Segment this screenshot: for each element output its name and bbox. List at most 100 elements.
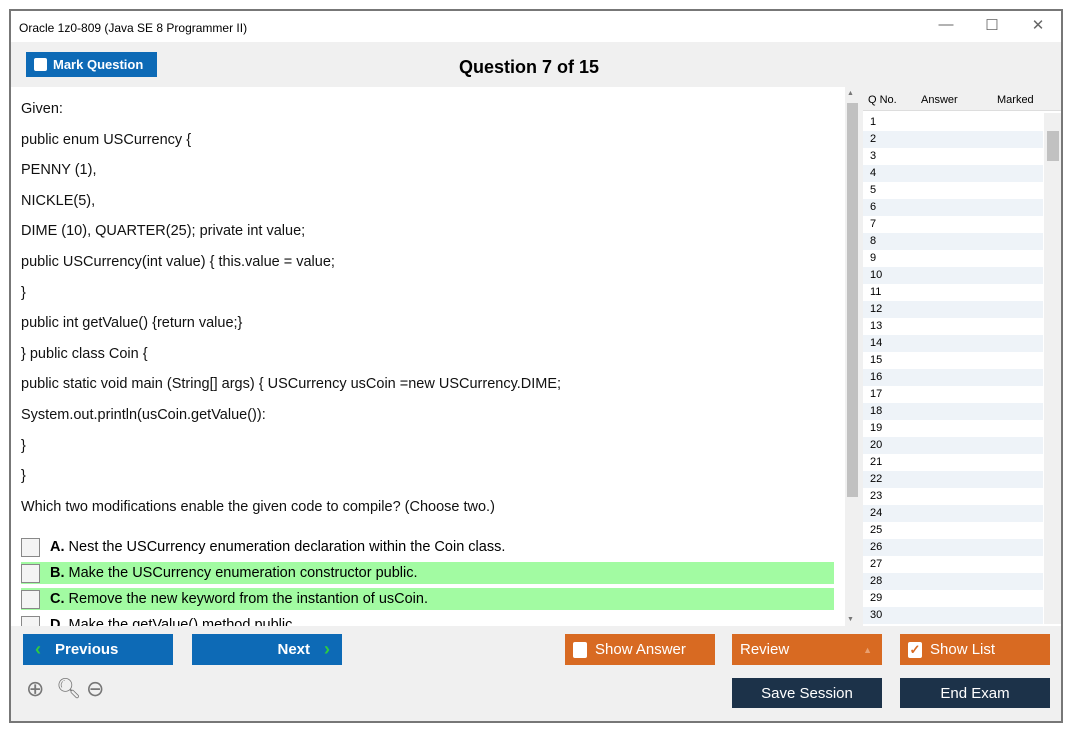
title-bar: Oracle 1z0-809 (Java SE 8 Programmer II)…	[11, 11, 1061, 42]
list-row[interactable]: 22	[863, 471, 1043, 488]
caret-up-icon: ▲	[863, 644, 872, 655]
content-scrollbar[interactable]: ▲ ▼	[845, 87, 859, 626]
code-line: DIME (10), QUARTER(25); private int valu…	[21, 223, 306, 240]
code-line: }	[21, 284, 26, 301]
list-row[interactable]: 17	[870, 388, 883, 400]
option-c[interactable]: C. Remove the new keyword from the insta…	[21, 588, 834, 610]
chevron-right-icon: ›	[324, 639, 330, 659]
list-row[interactable]: 12	[863, 301, 1043, 318]
review-dropdown[interactable]: Review ▲	[732, 634, 882, 665]
list-scrollbar[interactable]	[1044, 113, 1061, 624]
list-row[interactable]: 1	[870, 116, 877, 128]
question-content: Given: public enum USCurrency { PENNY (1),…	[11, 87, 845, 626]
list-row[interactable]: 10	[863, 267, 1043, 284]
option-checkbox[interactable]	[21, 615, 40, 626]
end-exam-button[interactable]: End Exam	[900, 678, 1050, 708]
option-checkbox[interactable]	[21, 589, 40, 609]
checkbox-icon	[573, 641, 587, 658]
list-row[interactable]: 8	[863, 233, 1043, 250]
mark-question-label: Mark Question	[53, 57, 144, 72]
review-label: Review	[740, 641, 790, 658]
code-line: }	[21, 468, 26, 485]
zoom-in-icon[interactable]: ⊕	[26, 676, 45, 701]
list-row[interactable]: 29	[870, 592, 883, 604]
option-text: Remove the new keyword from the instanti…	[68, 591, 428, 607]
code-line: System.out.println(usCoin.getValue()):	[21, 407, 266, 423]
list-row[interactable]: 7	[870, 218, 877, 230]
zoom-out-icon[interactable]: ⊖	[86, 676, 105, 701]
save-session-button[interactable]: Save Session	[732, 678, 882, 708]
list-row[interactable]: 19	[870, 422, 883, 434]
code-line: public static void main (String[] args) …	[21, 376, 562, 393]
option-text: Nest the USCurrency enumeration declarat…	[68, 539, 506, 555]
option-b[interactable]: B. Make the USCurrency enumeration const…	[21, 562, 834, 584]
list-row[interactable]: 2	[863, 131, 1043, 148]
option-letter: C.	[50, 591, 65, 607]
list-row[interactable]: 6	[863, 199, 1043, 216]
list-row[interactable]: 24	[863, 505, 1043, 522]
mark-question-button[interactable]: Mark Question	[26, 52, 157, 77]
list-row[interactable]: 4	[863, 165, 1043, 182]
list-row[interactable]: 16	[863, 369, 1043, 386]
list-row[interactable]: 23	[870, 490, 883, 502]
show-answer-label: Show Answer	[595, 641, 686, 658]
list-scroll-thumb[interactable]	[1047, 131, 1059, 161]
option-d[interactable]: D. Make the getValue() method public.	[21, 614, 834, 626]
list-row[interactable]: 30	[863, 607, 1043, 624]
option-a[interactable]: A. Nest the USCurrency enumeration decla…	[21, 536, 834, 558]
previous-label: Previous	[55, 641, 119, 658]
code-line: public enum USCurrency {	[21, 131, 192, 148]
option-checkbox[interactable]	[21, 563, 40, 583]
checkmark-icon: ✓	[908, 641, 922, 658]
list-row[interactable]: 3	[870, 150, 877, 162]
list-row[interactable]: 9	[870, 252, 877, 264]
header-answer: Answer	[921, 94, 958, 106]
header-qno: Q No.	[868, 94, 897, 106]
code-line: public USCurrency(int value) { this.valu…	[21, 254, 335, 270]
show-list-label: Show List	[930, 641, 996, 658]
question-title: Question 7 of 15	[459, 57, 600, 77]
option-checkbox[interactable]	[21, 537, 40, 557]
option-letter: A.	[50, 539, 65, 555]
scroll-thumb[interactable]	[847, 103, 858, 497]
show-answer-button[interactable]: Show Answer	[565, 634, 715, 665]
list-row[interactable]: 25	[870, 524, 883, 536]
list-row[interactable]: 15	[870, 354, 883, 366]
window-title: Oracle 1z0-809 (Java SE 8 Programmer II)	[19, 21, 248, 35]
maximize-button[interactable]: ☐	[985, 17, 999, 34]
minimize-button[interactable]: —	[938, 16, 954, 33]
list-row[interactable]: 14	[863, 335, 1043, 352]
next-button[interactable]: Next ›	[192, 634, 342, 665]
list-row[interactable]: 11	[870, 286, 882, 298]
list-row[interactable]: 21	[870, 456, 883, 468]
list-header: Q No. Answer Marked	[863, 87, 1061, 111]
list-row[interactable]: 20	[863, 437, 1043, 454]
list-row[interactable]: 26	[863, 539, 1043, 556]
chevron-left-icon: ‹	[35, 639, 41, 659]
scroll-up-icon[interactable]: ▲	[847, 90, 854, 97]
list-row[interactable]: 27	[870, 558, 883, 570]
list-row[interactable]: 28	[863, 573, 1043, 590]
option-text: Make the getValue() method public.	[68, 617, 297, 626]
code-line: public int getValue() {return value;}	[21, 315, 243, 332]
list-row[interactable]: 5	[870, 184, 877, 196]
option-text: Make the USCurrency enumeration construc…	[68, 565, 418, 581]
next-label: Next	[277, 641, 310, 658]
question-prompt: Which two modifications enable the given…	[21, 498, 495, 515]
list-row[interactable]: 18	[863, 403, 1043, 420]
header-marked: Marked	[997, 94, 1034, 106]
show-list-button[interactable]: ✓ Show List	[900, 634, 1050, 665]
option-letter: B.	[50, 565, 65, 581]
close-button[interactable]: ✕	[1031, 17, 1045, 34]
scroll-down-icon[interactable]: ▼	[847, 616, 854, 623]
checkbox-icon	[34, 58, 47, 71]
code-line: } public class Coin {	[21, 345, 148, 362]
code-line: }	[21, 437, 26, 454]
option-letter: D.	[50, 617, 65, 626]
given-label: Given:	[21, 101, 63, 117]
code-line: PENNY (1),	[21, 162, 97, 179]
previous-button[interactable]: ‹ Previous	[23, 634, 173, 665]
list-row[interactable]: 13	[870, 320, 883, 332]
zoom-reset-icon[interactable]: 🔍︎	[56, 678, 82, 700]
